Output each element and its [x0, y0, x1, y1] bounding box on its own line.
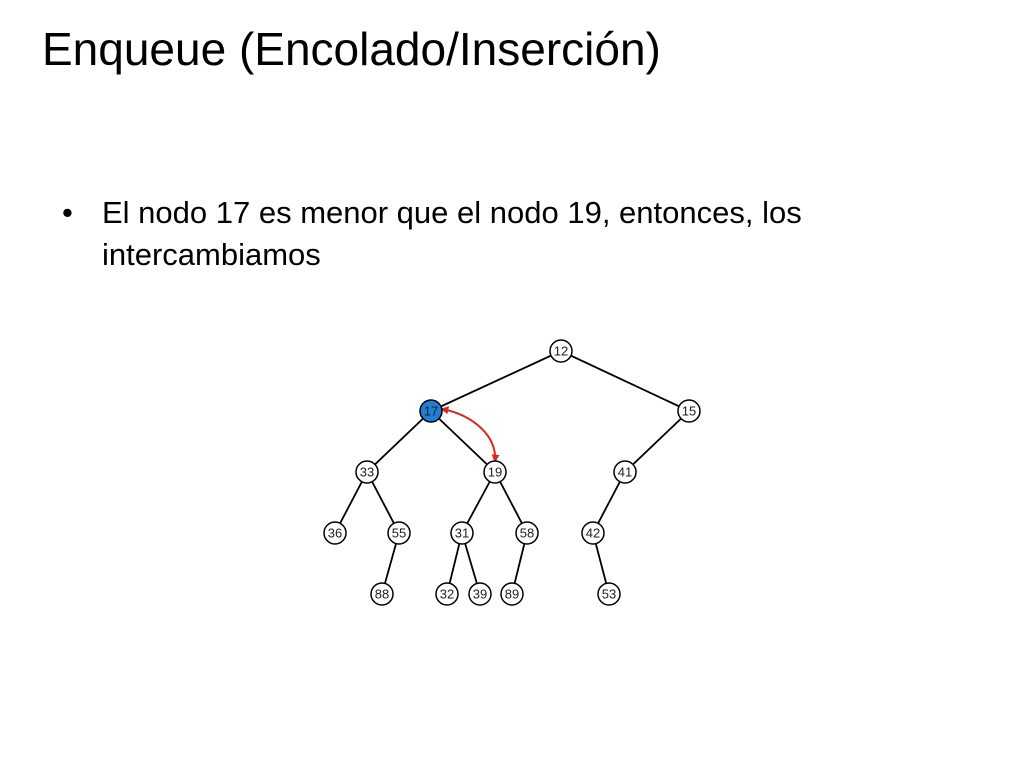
- tree-node-label: 41: [618, 465, 632, 480]
- tree-edge: [446, 532, 463, 595]
- bullet-marker: •: [62, 195, 73, 230]
- tree-node-label: 42: [586, 526, 600, 541]
- tree-node-label: 31: [455, 526, 469, 541]
- tree-edge: [560, 350, 690, 412]
- tree-node-circle: [515, 521, 539, 545]
- swap-arrow: [440, 406, 500, 463]
- tree-node-circle: [549, 339, 573, 363]
- tree-edge: [461, 532, 481, 595]
- tree-node: 31: [450, 521, 474, 545]
- tree-edge: [461, 471, 496, 534]
- tree-node: 12: [549, 339, 573, 363]
- tree-node: 89: [500, 582, 524, 606]
- tree-node: 15: [677, 399, 701, 423]
- tree-node: 42: [581, 521, 605, 545]
- tree-node-circle: [500, 582, 524, 606]
- tree-node-label: 12: [554, 344, 568, 359]
- tree-node-circle: [370, 582, 394, 606]
- bullet-text: El nodo 17 es menor que el nodo 19, ento…: [102, 195, 802, 273]
- tree-node: 58: [515, 521, 539, 545]
- tree-edge: [366, 410, 432, 473]
- tree-node-circle: [613, 460, 637, 484]
- tree-node-circle: [387, 521, 411, 545]
- tree-edge: [494, 471, 528, 534]
- tree-edge: [366, 471, 400, 534]
- tree-edge: [624, 410, 690, 473]
- tree-node-label: 33: [360, 465, 374, 480]
- tree-edge: [592, 532, 610, 595]
- tree-node: 55: [387, 521, 411, 545]
- tree-node-label: 89: [505, 587, 519, 602]
- tree-edge: [430, 350, 562, 412]
- tree-node-label: 36: [328, 526, 342, 541]
- tree-node-label: 53: [602, 587, 616, 602]
- tree-node-circle: [468, 582, 492, 606]
- tree-node-circle: [581, 521, 605, 545]
- tree-node: 36: [323, 521, 347, 545]
- tree-node-circle: [355, 460, 379, 484]
- tree-node-circle: [597, 582, 621, 606]
- tree-node-circle: [483, 460, 507, 484]
- tree-node-label: 55: [392, 526, 406, 541]
- tree-node-label: 58: [520, 526, 534, 541]
- tree-edges: [334, 350, 690, 595]
- tree-node-circle: [323, 521, 347, 545]
- bullet-item: • El nodo 17 es menor que el nodo 19, en…: [62, 192, 822, 276]
- tree-node: 39: [468, 582, 492, 606]
- tree-node: 41: [613, 460, 637, 484]
- tree-edge: [381, 532, 400, 595]
- tree-node: 53: [597, 582, 621, 606]
- tree-node-highlighted: 17: [419, 399, 443, 423]
- tree-node-label: 32: [440, 587, 454, 602]
- tree-node-label: 19: [488, 465, 502, 480]
- tree-edge: [592, 471, 626, 534]
- tree-node-circle: [677, 399, 701, 423]
- tree-edge: [334, 471, 368, 534]
- slide-title: Enqueue (Encolado/Inserción): [42, 23, 661, 75]
- tree-node-circle: [435, 582, 459, 606]
- tree-edge: [511, 532, 528, 595]
- tree-node: 19: [483, 460, 507, 484]
- tree-node-circle: [450, 521, 474, 545]
- tree-node: 32: [435, 582, 459, 606]
- tree-node-circle: [419, 399, 443, 423]
- tree-nodes: 12 17 15 33 19 41 36 55 31 58 42 88 32 39 89 53: [323, 339, 701, 606]
- tree-node: 88: [370, 582, 394, 606]
- tree-edge: [430, 410, 496, 473]
- tree-node-label: 39: [473, 587, 487, 602]
- tree-node-label: 17: [424, 404, 438, 419]
- tree-node: 33: [355, 460, 379, 484]
- tree-node-label: 88: [375, 587, 389, 602]
- tree-node-label: 15: [682, 404, 696, 419]
